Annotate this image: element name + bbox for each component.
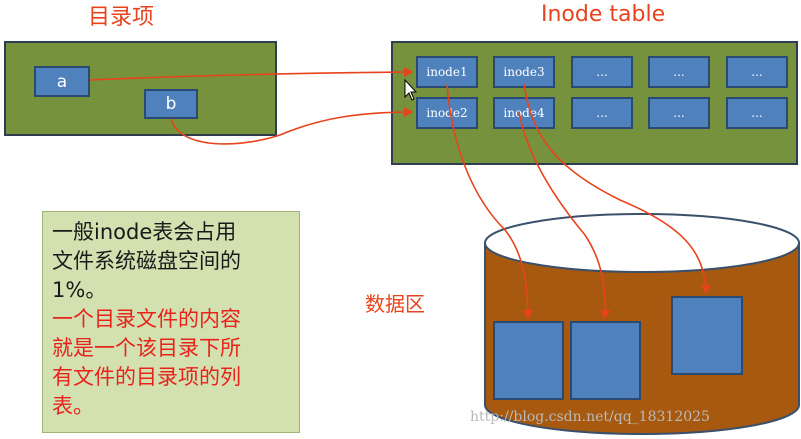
inode-cell-placeholder: ... [726, 97, 788, 129]
inode-cell-inode3: inode3 [493, 56, 555, 88]
directory-entries-label: 目录项 [88, 5, 155, 30]
inode-cell-inode4: inode4 [493, 97, 555, 129]
note-line: 文件系统磁盘空间的 [52, 249, 241, 273]
inode-cell-placeholder: ... [648, 97, 710, 129]
data-block [493, 321, 564, 400]
inode-cell-placeholder: ... [571, 56, 633, 88]
inode-cell-inode2: inode2 [416, 97, 478, 129]
inode-cell-placeholder: ... [726, 56, 788, 88]
directory-entry-b: b [144, 89, 198, 119]
data-block [570, 321, 641, 400]
note-line: 1%。 [52, 278, 107, 302]
note-line: 表。 [52, 394, 94, 418]
data-block [671, 296, 743, 375]
inode-cell-inode1: inode1 [416, 56, 478, 88]
disk-drum-top [484, 213, 800, 273]
watermark: http://blog.csdn.net/qq_18312025 [470, 409, 710, 425]
note-line: 有文件的目录项的列 [52, 365, 241, 389]
note-box: 一般inode表会占用 文件系统磁盘空间的 1%。 一个目录文件的内容 就是一个… [42, 211, 300, 433]
note-line: 一个目录文件的内容 [52, 307, 241, 331]
inode-cell-placeholder: ... [571, 97, 633, 129]
note-line: 就是一个该目录下所 [52, 336, 241, 360]
inode-table-label: Inode table [541, 2, 666, 27]
data-area-label: 数据区 [365, 292, 425, 316]
directory-entry-a: a [34, 66, 90, 97]
note-line: 一般inode表会占用 [52, 220, 237, 244]
inode-cell-placeholder: ... [648, 56, 710, 88]
